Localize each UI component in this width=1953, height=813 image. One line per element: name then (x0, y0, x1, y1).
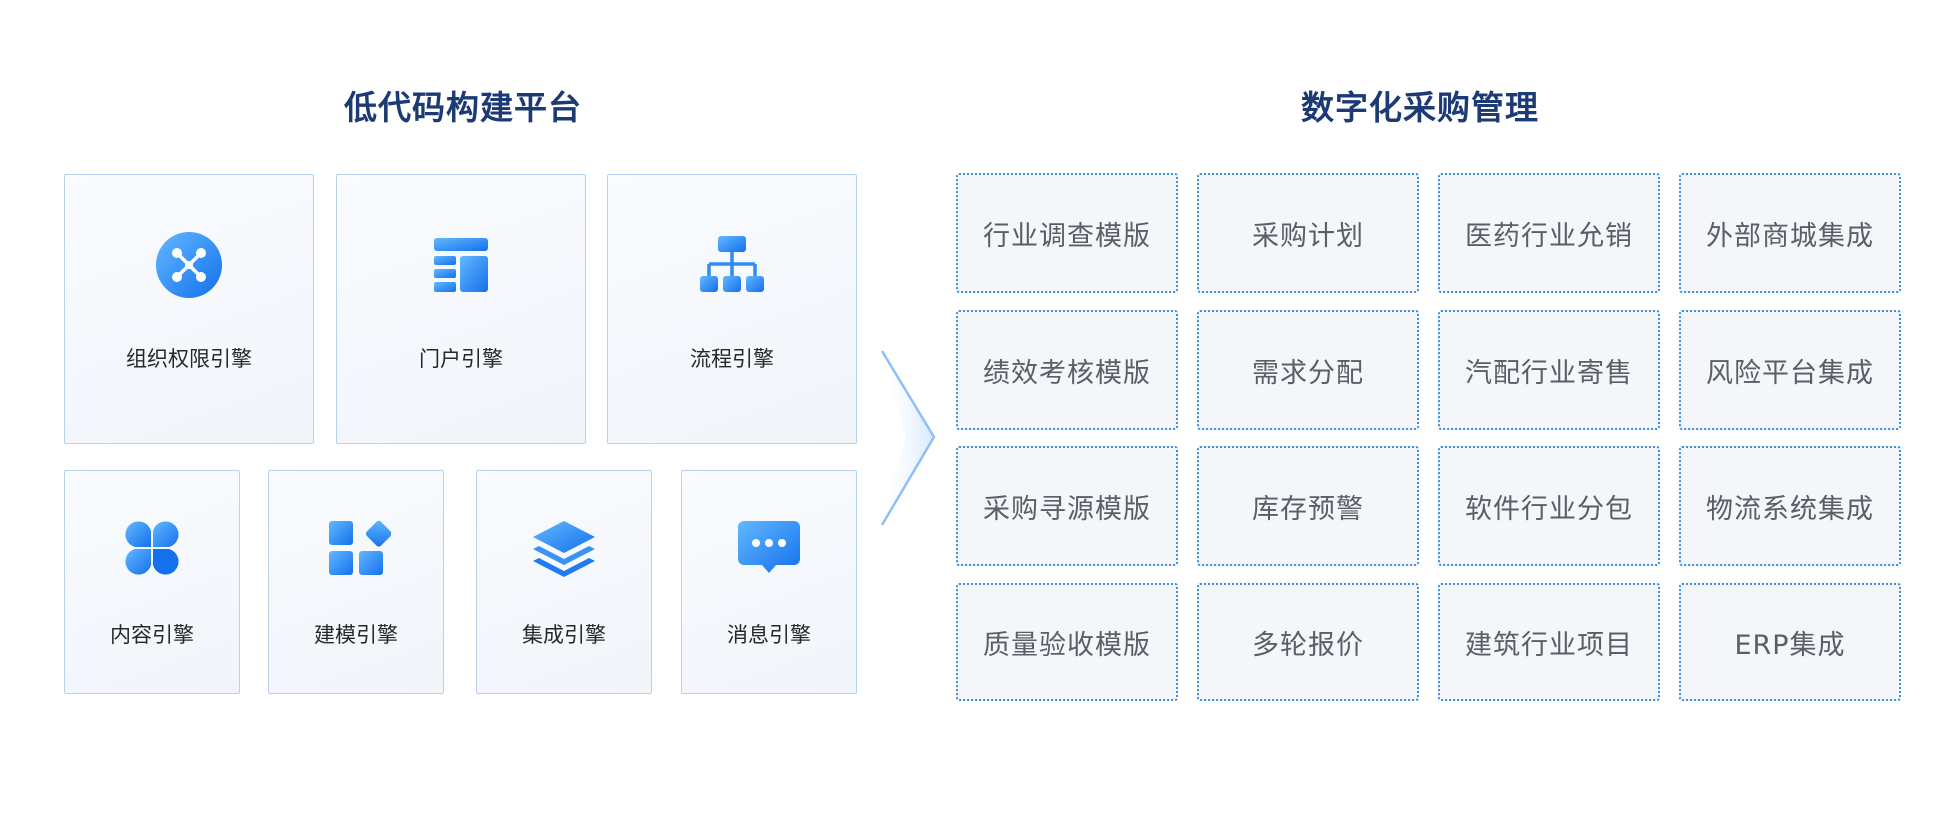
layout-grid-icon (426, 230, 496, 300)
share-network-icon (154, 230, 224, 300)
template-card[interactable]: 采购计划 (1197, 173, 1419, 293)
template-card[interactable]: 多轮报价 (1197, 583, 1419, 701)
template-card[interactable]: 采购寻源模版 (956, 446, 1178, 566)
engine-label: 集成引擎 (522, 623, 606, 647)
engine-label: 消息引擎 (727, 623, 811, 647)
template-card[interactable]: 行业调查模版 (956, 173, 1178, 293)
template-card[interactable]: ERP集成 (1679, 583, 1901, 701)
engine-card-content[interactable]: 内容引擎 (64, 470, 240, 694)
four-petal-icon (117, 513, 187, 583)
engine-label: 流程引擎 (690, 347, 774, 371)
engine-label: 门户引擎 (419, 347, 503, 371)
layers-stack-icon (529, 513, 599, 583)
chat-bubble-icon (734, 513, 804, 583)
engine-card-org-permission[interactable]: 组织权限引擎 (64, 174, 314, 444)
template-card[interactable]: 绩效考核模版 (956, 310, 1178, 430)
blocks-diamond-icon (321, 513, 391, 583)
engine-card-message[interactable]: 消息引擎 (681, 470, 857, 694)
template-card[interactable]: 软件行业分包 (1438, 446, 1660, 566)
template-card[interactable]: 库存预警 (1197, 446, 1419, 566)
template-card[interactable]: 建筑行业项目 (1438, 583, 1660, 701)
template-card[interactable]: 质量验收模版 (956, 583, 1178, 701)
engine-label: 内容引擎 (110, 623, 194, 647)
template-card[interactable]: 物流系统集成 (1679, 446, 1901, 566)
template-card[interactable]: 需求分配 (1197, 310, 1419, 430)
engine-label: 组织权限引擎 (126, 347, 252, 371)
engine-card-integration[interactable]: 集成引擎 (476, 470, 652, 694)
engine-label: 建模引擎 (314, 623, 398, 647)
engine-card-modeling[interactable]: 建模引擎 (268, 470, 444, 694)
template-card[interactable]: 外部商城集成 (1679, 173, 1901, 293)
engine-card-workflow[interactable]: 流程引擎 (607, 174, 857, 444)
arrow-right-icon (872, 345, 938, 530)
template-card[interactable]: 汽配行业寄售 (1438, 310, 1660, 430)
org-chart-icon (697, 230, 767, 300)
engine-card-portal[interactable]: 门户引擎 (336, 174, 586, 444)
left-section-title: 低代码构建平台 (344, 88, 582, 127)
template-card[interactable]: 风险平台集成 (1679, 310, 1901, 430)
template-card[interactable]: 医药行业允销 (1438, 173, 1660, 293)
right-section-title: 数字化采购管理 (1301, 88, 1539, 127)
